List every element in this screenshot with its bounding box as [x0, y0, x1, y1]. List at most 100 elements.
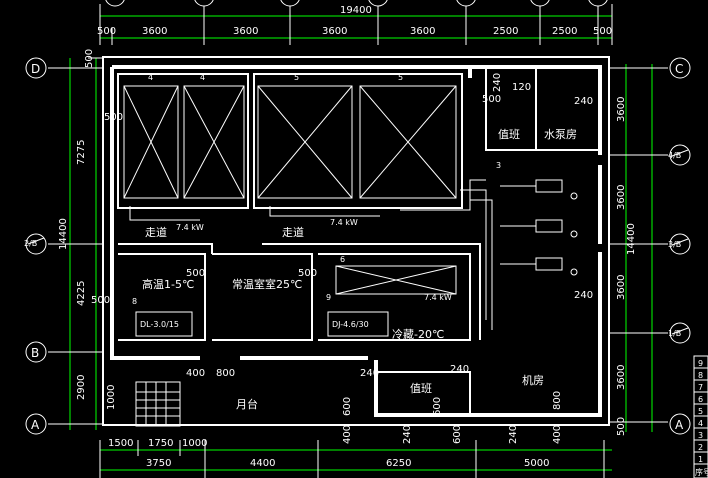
room-top-1: 值班 — [498, 128, 520, 141]
dim-600-b: 600 — [432, 397, 443, 416]
room-cold-a: 高温1-5℃ — [142, 277, 194, 291]
dim-400-b: 400 — [342, 425, 353, 444]
dim-240-b: 240 — [574, 96, 593, 107]
top-axis-bubbles — [105, 0, 608, 7]
room-cold-b: 常温室室25℃ — [232, 277, 302, 291]
left-dim-2: 7275 — [76, 140, 87, 165]
legend-header: 序号 — [695, 467, 708, 477]
marker-3: 3 — [496, 161, 501, 170]
legend-row-6: 6 — [698, 395, 703, 404]
left-dim-4: 4225 — [76, 281, 87, 306]
room-machine: 机房 — [522, 373, 544, 387]
axis-right-4B: 4/B — [668, 151, 681, 160]
dim-500-d: 500 — [298, 268, 317, 279]
bottom-dimension-chain: 1500 1750 1000 3750 4400 6250 5000 — [99, 438, 612, 478]
top-dim-7: 2500 — [552, 26, 577, 37]
top-cold-rooms: 4 4 5 5 — [117, 73, 463, 209]
room-office: 值班 — [410, 382, 432, 395]
marker-4b: 4 — [200, 73, 205, 82]
dim-240-e: 240 — [450, 364, 469, 375]
legend-row-9: 9 — [698, 359, 703, 368]
unit-b-label: DJ-4.6/30 — [332, 320, 369, 329]
marker-5b: 5 — [398, 73, 403, 82]
axis-right-C: C — [675, 62, 683, 76]
left-dim-6: 1000 — [106, 385, 117, 410]
marker-9: 9 — [326, 293, 331, 302]
top-dim-2: 3600 — [142, 26, 167, 37]
marker-6: 6 — [340, 255, 345, 264]
pipe-label-1: 7.4 kW — [176, 223, 204, 232]
refrigerant-pipes: 7.4 kW 7.4 kW 7.4 kW — [129, 179, 493, 330]
dim-400-a: 400 — [186, 368, 205, 379]
right-service-rooms: 值班 水泵房 3 值班 机房 — [376, 67, 600, 415]
bottom-dim-1c: 1000 — [182, 438, 207, 449]
legend-row-8: 8 — [698, 371, 703, 380]
marker-5a: 5 — [294, 73, 299, 82]
legend-row-3: 3 — [698, 431, 703, 440]
dim-240-f: 240 — [402, 425, 413, 444]
dim-500-a: 500 — [482, 94, 501, 105]
dim-240-g: 240 — [508, 425, 519, 444]
bottom-dim-1a: 1500 — [108, 438, 133, 449]
dim-600-c: 600 — [452, 425, 463, 444]
axis-right-3B: 3/B — [668, 240, 681, 249]
bottom-dim-1b: 1750 — [148, 438, 173, 449]
top-dim-1: 500 — [97, 26, 116, 37]
axis-right-A: A — [675, 418, 684, 432]
marker-4a: 4 — [148, 73, 153, 82]
dim-500-c: 500 — [186, 268, 205, 279]
right-dim-4: 3600 — [616, 365, 627, 390]
right-dim-5: 500 — [616, 417, 627, 436]
corridor-walls: 走道 走道 — [118, 225, 481, 341]
top-dim-8: 500 — [593, 26, 612, 37]
interior-dims: 500 500 500 500 240 240 240 240 240 240 … — [104, 73, 593, 444]
bottom-dim-2a: 3750 — [146, 458, 171, 469]
outer-walls — [102, 56, 610, 426]
dim-240-c: 240 — [574, 290, 593, 301]
dim-240-a: 240 — [492, 73, 503, 92]
left-axis-bubbles: D 2/B B A — [24, 57, 47, 435]
bottom-dim-2d: 5000 — [524, 458, 549, 469]
dim-400-c: 400 — [552, 425, 563, 444]
left-total-dim: 14400 — [58, 218, 69, 250]
top-dim-4: 3600 — [322, 26, 347, 37]
top-dim-5: 3600 — [410, 26, 435, 37]
dim-600-a: 600 — [342, 397, 353, 416]
top-dimension-chain: 19400 500 3600 3600 3600 3600 2500 2500 … — [97, 4, 613, 45]
right-dim-2: 3600 — [616, 185, 627, 210]
axis-right-1B: 1/B — [668, 329, 681, 338]
dim-120: 120 — [512, 82, 531, 93]
left-dim-3: 500 — [91, 295, 110, 306]
dim-800-a: 800 — [216, 368, 235, 379]
middle-cold-rooms: 高温1-5℃ 常温室室25℃ 冷藏-20℃ DL-3.0/15 DJ-4.6/3… — [132, 255, 457, 341]
room-corridor-left: 走道 — [145, 225, 167, 239]
unit-a-label: DL-3.0/15 — [140, 320, 179, 329]
right-total-dim: 14400 — [626, 223, 637, 255]
room-top-2: 水泵房 — [544, 128, 577, 141]
legend-row-2: 2 — [698, 443, 703, 452]
left-dim-1: 500 — [84, 49, 95, 68]
pipe-label-3: 7.4 kW — [424, 293, 452, 302]
legend-row-7: 7 — [698, 383, 703, 392]
right-dim-3: 3600 — [616, 275, 627, 300]
axis-left-D: D — [31, 62, 40, 76]
dim-800-b: 800 — [552, 391, 563, 410]
dim-240-d: 240 — [360, 368, 379, 379]
room-cold-c: 冷藏-20℃ — [392, 328, 444, 341]
left-dim-5: 2900 — [76, 375, 87, 400]
room-corridor-mid: 走道 — [282, 225, 304, 239]
right-axis-bubbles: C 4/B 3/B 1/B A — [668, 57, 691, 435]
right-dim-1: 3600 — [616, 97, 627, 122]
top-dim-6: 2500 — [493, 26, 518, 37]
top-dim-3: 3600 — [233, 26, 258, 37]
marker-8: 8 — [132, 297, 137, 306]
axis-left-2B: 2/B — [24, 239, 37, 248]
legend-table: 9 8 7 6 5 4 3 2 1 序号 — [693, 355, 708, 478]
bottom-dim-2b: 4400 — [250, 458, 275, 469]
dim-500-b: 500 — [104, 112, 123, 123]
axis-left-A: A — [31, 418, 40, 432]
pipe-label-2: 7.4 kW — [330, 218, 358, 227]
legend-row-5: 5 — [698, 407, 703, 416]
left-dimension-chain: 14400 500 7275 500 4225 2900 1000 — [48, 49, 117, 430]
bottom-dim-2c: 6250 — [386, 458, 411, 469]
